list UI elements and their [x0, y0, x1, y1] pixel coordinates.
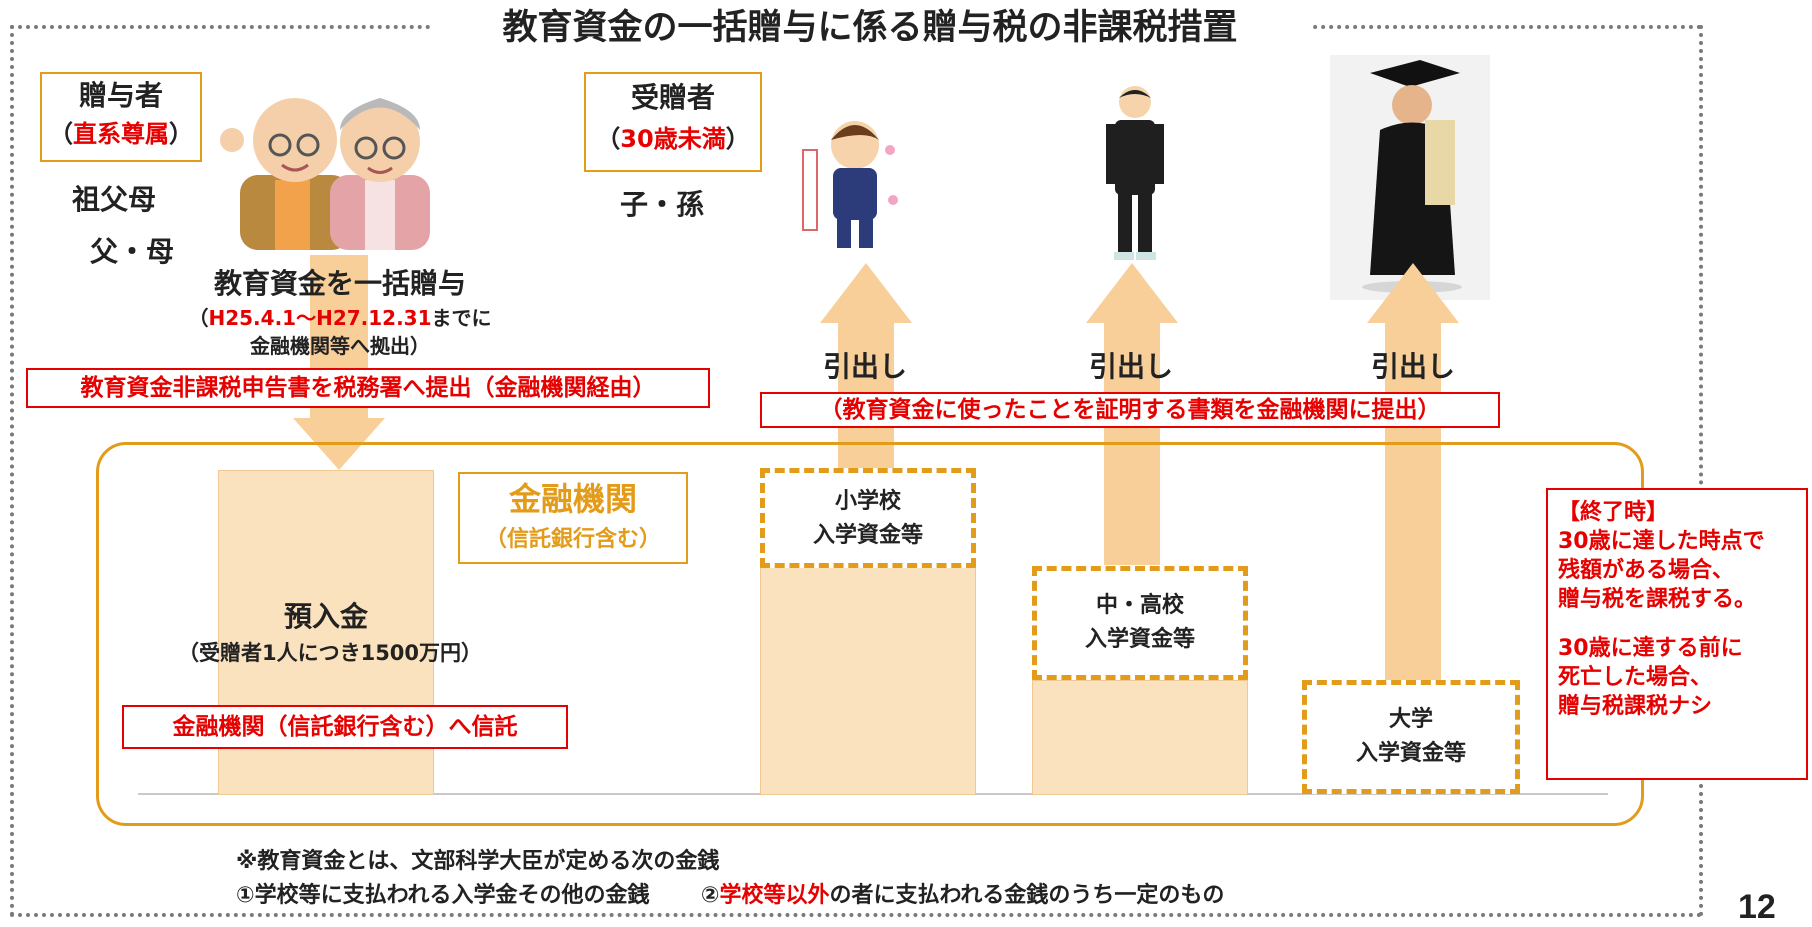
end-note-line: 残額がある場合、: [1558, 558, 1735, 583]
withdraw-arrow-head-3: [1367, 263, 1459, 323]
gift-period: （H25.4.1～H27.12.31までに: [150, 302, 530, 331]
school-bar-elementary: [760, 565, 976, 795]
footnote-items: ①学校等に支払われる入学金その他の金銭 ②学校等以外の者に支払われる金銭のうち一…: [236, 877, 1224, 909]
school-line1: 大学: [1388, 707, 1433, 732]
deposit-limit: （受贈者1人につき1500万円）: [177, 641, 483, 665]
end-note-line: 贈与税を課税する。: [1558, 587, 1757, 612]
recipient-qualifier: （30歳未満）: [586, 122, 760, 156]
end-note-line: 死亡した場合、: [1558, 665, 1713, 690]
donor-qualifier-text: 直系尊属: [73, 120, 169, 148]
donor-line2: 父・母: [90, 235, 175, 268]
paren: ）: [725, 125, 750, 153]
withdraw-label-3: 引出し: [1370, 350, 1455, 383]
gift-heading: 教育資金を一括贈与: [213, 267, 466, 300]
school-bar-secondary: [1032, 680, 1248, 795]
page-title: 教育資金の一括贈与に係る贈与税の非課税措置: [430, 0, 1310, 56]
withdraw-arrow-shaft-3: [1385, 322, 1441, 684]
school-line1: 小学校: [834, 489, 901, 514]
page-number: 12: [1738, 888, 1776, 926]
footnote-line1: ※教育資金とは、文部科学大臣が定める次の金銭: [236, 849, 720, 874]
footnote-item1: ①学校等に支払われる入学金その他の金銭: [236, 883, 650, 908]
recipient-label: 受贈者: [630, 81, 715, 114]
deposit-label: 預入金: [283, 600, 368, 633]
school-box-university: 大学 入学資金等: [1302, 680, 1520, 794]
paren: （: [188, 306, 209, 330]
grandparents-illustration: [220, 98, 430, 250]
school-box-secondary: 中・高校 入学資金等: [1032, 566, 1248, 680]
paren: （: [49, 120, 73, 148]
withdraw-arrow-head-1: [820, 263, 912, 323]
institution-label-box: 金融機関 （信託銀行含む）: [458, 472, 688, 564]
end-note-heading: 【終了時】: [1558, 500, 1669, 525]
trust-note: 金融機関（信託銀行含む）へ信託: [122, 705, 568, 749]
school-line2: 入学資金等: [812, 523, 923, 548]
tax-filing-note: 教育資金非課税申告書を税務署へ提出（金融機関経由）: [26, 368, 710, 408]
paren: （: [596, 125, 621, 153]
school-line1: 中・高校: [1095, 593, 1184, 618]
student-illustration: [1106, 86, 1164, 260]
end-note-line: 贈与税課税ナシ: [1558, 694, 1713, 719]
school-line2: 入学資金等: [1355, 741, 1466, 766]
withdraw-arrow-head-2: [1086, 263, 1178, 323]
withdraw-label-2: 引出し: [1088, 350, 1173, 383]
gift-period-suffix: までに: [431, 306, 492, 330]
spacer: [1558, 614, 1796, 634]
footnote-item2-red: 学校等以外: [719, 883, 830, 908]
recipient-qualifier-text: 30歳未満: [620, 125, 726, 153]
gift-period-dates: H25.4.1～H27.12.31: [208, 306, 432, 330]
school-box-elementary: 小学校 入学資金等: [760, 468, 976, 568]
footnote-item2-prefix: ②: [700, 883, 720, 908]
donor-label: 贈与者: [78, 79, 163, 112]
schoolchild-illustration: [802, 121, 898, 248]
graduate-illustration: [1330, 55, 1490, 300]
donor-line1: 祖父母: [72, 183, 157, 216]
paren: ）: [169, 120, 193, 148]
donor-box: 贈与者 （直系尊属）: [40, 72, 202, 162]
recipient-line1: 子・孫: [620, 188, 705, 221]
gift-deposit-note: 金融機関等へ拠出）: [250, 334, 430, 358]
end-note: 【終了時】 30歳に達した時点で 残額がある場合、 贈与税を課税する。 30歳に…: [1546, 488, 1808, 780]
recipient-box: 受贈者 （30歳未満）: [584, 72, 762, 172]
footnote-item2-suffix: の者に支払われる金銭のうち一定のもの: [829, 883, 1225, 908]
withdrawal-note: （教育資金に使ったことを証明する書類を金融機関に提出）: [760, 392, 1500, 428]
institution-name: 金融機関: [508, 480, 637, 518]
school-line2: 入学資金等: [1084, 627, 1195, 652]
end-note-line: 30歳に達する前に: [1558, 636, 1743, 661]
end-note-line: 30歳に達した時点で: [1558, 529, 1765, 554]
donor-qualifier: （直系尊属）: [42, 118, 200, 150]
institution-sub: （信託銀行含む）: [484, 527, 661, 552]
withdraw-label-1: 引出し: [822, 350, 907, 383]
